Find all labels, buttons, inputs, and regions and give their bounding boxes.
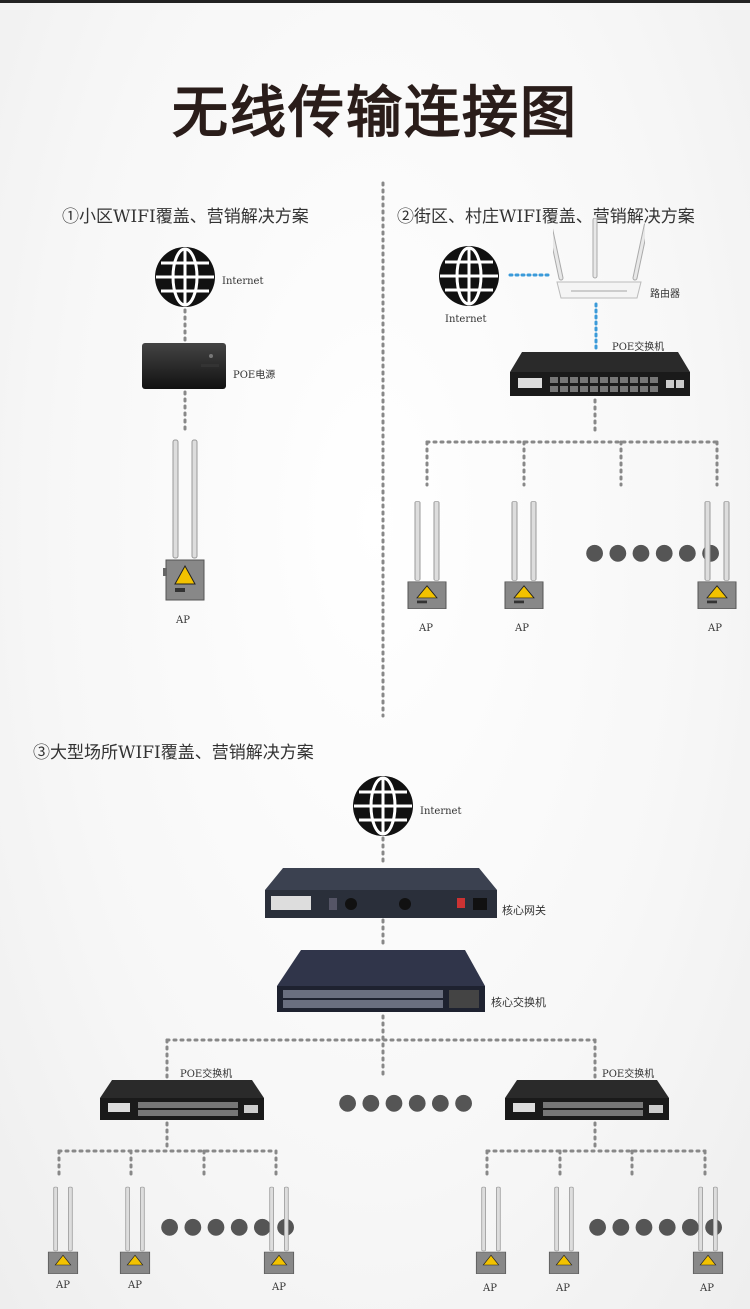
- ap-icon: [47, 1186, 79, 1274]
- s3-poe-switch-right-label: POE交换机: [602, 1069, 655, 1080]
- s3-internet-label: Internet: [420, 806, 462, 817]
- s3-ap4-label: AP: [483, 1283, 497, 1294]
- s3-ap1-label: AP: [56, 1280, 70, 1291]
- s3-ap2-label: AP: [128, 1280, 142, 1291]
- poe-power-icon: [142, 343, 226, 389]
- globe-icon: [353, 776, 413, 836]
- s3-ap5-label: AP: [556, 1283, 570, 1294]
- router-icon: [553, 218, 645, 299]
- page-title: 无线传输连接图: [172, 81, 578, 146]
- ap-icon: [407, 501, 447, 609]
- s1-poe-power-label: POE电源: [233, 370, 276, 381]
- switch-icon: [277, 950, 485, 1012]
- s1-ap-label: AP: [176, 615, 190, 626]
- s2-poe-switch-label: POE交换机: [612, 342, 665, 353]
- s2-router-label: 路由器: [650, 289, 680, 300]
- warning-icon: [174, 564, 196, 585]
- s2-ap3-label: AP: [708, 623, 722, 634]
- globe-icon: [439, 246, 499, 306]
- ap-icon: [119, 1186, 151, 1274]
- ap-icon: [697, 501, 737, 609]
- s3-gateway-label: 核心网关: [502, 904, 546, 917]
- top-border: [0, 0, 750, 3]
- s3-poe-switch-left-label: POE交换机: [180, 1069, 233, 1080]
- s3-ap6-label: AP: [700, 1283, 714, 1294]
- ap-icon: [692, 1186, 724, 1274]
- ap-icon: [504, 501, 544, 609]
- s2-ap1-label: AP: [419, 623, 433, 634]
- ap-icon: [475, 1186, 507, 1274]
- s1-internet-label: Internet: [222, 276, 264, 287]
- s3-ellipsis-middle: ●●●●●●: [338, 1090, 478, 1115]
- ap-icon: [548, 1186, 580, 1274]
- s2-ellipsis: ●●●●●●: [585, 540, 725, 565]
- s3-core-switch-label: 核心交换机: [491, 996, 546, 1009]
- gateway-icon: [265, 868, 497, 918]
- ap-icon: [163, 439, 205, 601]
- ap-icon: [263, 1186, 295, 1274]
- s3-title: ③大型场所WIFI覆盖、营销解决方案: [33, 743, 314, 763]
- s2-internet-label: Internet: [445, 314, 487, 325]
- s1-title: ①小区WIFI覆盖、营销解决方案: [62, 207, 309, 227]
- s3-ap3-label: AP: [272, 1282, 286, 1293]
- s2-ap2-label: AP: [515, 623, 529, 634]
- switch-icon: [510, 352, 690, 396]
- s3-right-ellipsis: ●●●●●●: [588, 1214, 728, 1239]
- switch-icon: [100, 1080, 264, 1120]
- s2-title: ②街区、村庄WIFI覆盖、营销解决方案: [397, 207, 695, 227]
- switch-icon: [505, 1080, 669, 1120]
- globe-icon: [155, 247, 215, 307]
